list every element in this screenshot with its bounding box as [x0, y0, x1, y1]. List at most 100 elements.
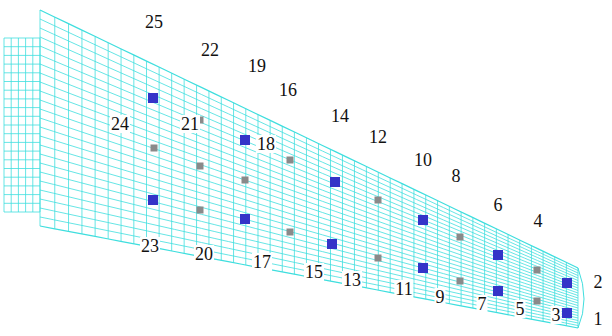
stub-line [4, 90, 40, 91]
stub-line [4, 212, 40, 213]
mesh-line [402, 184, 403, 295]
mesh-line [578, 268, 579, 328]
sensor-square [148, 195, 158, 205]
sensor-square [375, 255, 382, 262]
sensor-square [197, 207, 204, 214]
stub-line [4, 38, 40, 39]
mesh-line [121, 49, 122, 241]
callout-number: 25 [144, 13, 164, 31]
root-stub [4, 38, 40, 212]
callout-number: 15 [304, 263, 324, 281]
callout-number: 6 [493, 196, 504, 214]
callout-number: 7 [477, 295, 488, 313]
mesh-line [159, 67, 160, 248]
mesh-line [472, 218, 473, 308]
mesh-line [378, 172, 379, 290]
mesh-line [133, 55, 134, 244]
stub-line [4, 116, 40, 117]
sensor-square [375, 197, 382, 204]
mesh-line [40, 46, 578, 278]
mesh-line [81, 30, 82, 234]
callout-number: 18 [256, 135, 276, 153]
callout-number: 16 [278, 81, 298, 99]
sensor-square [534, 267, 541, 274]
sensor-square [457, 234, 464, 241]
callout-number: 20 [194, 245, 214, 263]
mesh-line [245, 109, 246, 265]
callout-number: 14 [330, 107, 350, 125]
stub-line [4, 194, 40, 195]
sensor-square [493, 286, 503, 296]
mesh-line [437, 201, 438, 302]
callout-number: 9 [435, 288, 446, 306]
callout-number: 2 [593, 273, 604, 291]
callout-number: 19 [247, 57, 267, 75]
sensor-square [418, 263, 428, 273]
mesh-line [146, 61, 147, 246]
sensor-square [327, 239, 337, 249]
mesh-line [342, 155, 343, 283]
sensor-marks [148, 93, 572, 318]
sensor-square [240, 135, 250, 145]
mesh-line [95, 36, 96, 236]
mesh-line [208, 91, 209, 258]
sensor-square [534, 298, 541, 305]
mesh-line [40, 10, 578, 268]
mesh-line [171, 73, 172, 251]
callout-number: 12 [368, 128, 388, 146]
callout-number: 21 [180, 115, 200, 133]
mesh-line [108, 43, 109, 239]
callout-number: 8 [451, 167, 462, 185]
stub-line [4, 177, 40, 178]
sensor-square [493, 250, 503, 260]
mesh-line [40, 28, 578, 273]
callout-number: 4 [533, 212, 544, 230]
mesh-line [221, 97, 222, 260]
mesh-line [354, 161, 355, 286]
stub-line [4, 203, 40, 204]
stub-line [4, 107, 40, 108]
callout-number: 23 [140, 237, 160, 255]
sensor-square [287, 229, 294, 236]
callout-number: 1 [593, 310, 604, 328]
stub-line [4, 185, 40, 186]
mesh-line [40, 19, 578, 271]
mesh-line [508, 234, 509, 314]
callout-number: 22 [200, 41, 220, 59]
mesh-line [496, 229, 497, 313]
mesh-line [54, 17, 55, 229]
stub-line [4, 55, 40, 56]
stub-line [4, 168, 40, 169]
callout-number: 13 [342, 271, 362, 289]
mesh-line [543, 251, 544, 321]
mesh-line [318, 144, 319, 279]
sensor-square [242, 177, 249, 184]
sensor-square [562, 308, 572, 318]
mesh-line [282, 126, 283, 272]
mesh-line [330, 149, 331, 281]
wing-grid [40, 10, 584, 328]
sensor-square [562, 278, 572, 288]
stub-line [4, 142, 40, 143]
sensor-square [240, 214, 250, 224]
mesh-line [40, 10, 41, 226]
sensor-square [330, 177, 340, 187]
stub-line [4, 64, 40, 65]
sensor-square [151, 145, 158, 152]
stub-line [4, 133, 40, 134]
callout-number: 24 [110, 115, 130, 133]
stub-line [4, 151, 40, 152]
stub-line [4, 98, 40, 99]
stub-line [4, 72, 40, 73]
callout-number: 3 [551, 306, 562, 324]
mesh-line [306, 138, 307, 277]
sensor-square [418, 215, 428, 225]
mesh-line [531, 246, 532, 320]
mesh-line [233, 103, 234, 263]
sensor-square [457, 278, 464, 285]
sensor-square [148, 93, 158, 103]
mesh-line [449, 206, 450, 303]
stub-line [4, 159, 40, 160]
